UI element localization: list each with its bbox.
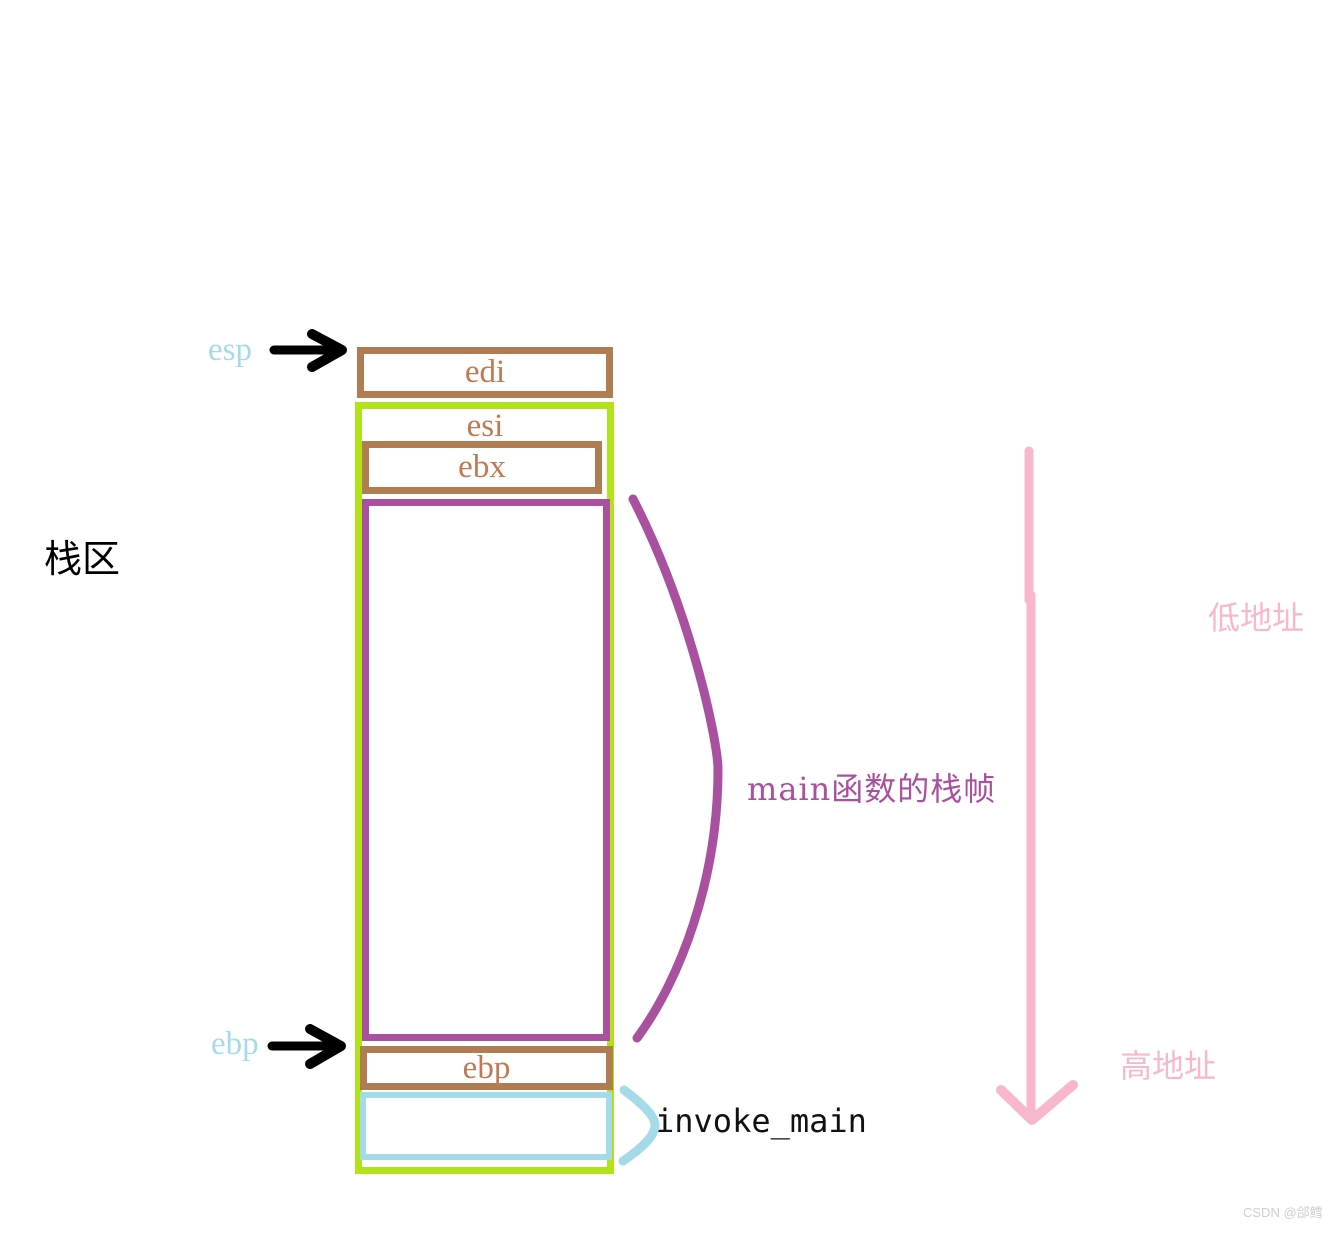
stack-area-label: 栈区 bbox=[44, 537, 121, 581]
low-address-label: 低地址 bbox=[1208, 599, 1305, 637]
invoke-main-label: invoke_main bbox=[655, 1102, 867, 1140]
ebp-pointer-label: ebp bbox=[211, 1026, 259, 1062]
main-frame-brace bbox=[628, 494, 723, 1043]
stack-slot-saved-ebp-label: ebp bbox=[462, 1049, 511, 1086]
csdn-watermark: CSDN @郃鳕 bbox=[1243, 1205, 1323, 1220]
address-direction-arrow-icon bbox=[996, 446, 1078, 1125]
stack-slot-main-body bbox=[362, 499, 610, 1041]
stack-slot-ebx-label: ebx bbox=[458, 449, 506, 485]
stack-slot-edi-label: edi bbox=[464, 354, 506, 390]
stack-slot-esi-label: esi bbox=[466, 407, 504, 444]
stack-slot-esi: esi bbox=[362, 405, 608, 447]
green-outer-frame bbox=[355, 402, 614, 1174]
stack-slot-ebx: ebx bbox=[362, 441, 602, 494]
stack-slot-invoke-main bbox=[360, 1092, 612, 1160]
esp-pointer-label: esp bbox=[208, 332, 252, 368]
stack-slot-edi: edi bbox=[357, 347, 613, 398]
esp-arrow-icon bbox=[269, 329, 347, 372]
main-stack-frame-label: main函数的栈帧 bbox=[747, 770, 997, 808]
high-address-label: 高地址 bbox=[1120, 1047, 1217, 1085]
ebp-arrow-icon bbox=[267, 1024, 346, 1069]
invoke-main-brace bbox=[618, 1085, 660, 1166]
stack-slot-saved-ebp: ebp bbox=[360, 1046, 613, 1090]
